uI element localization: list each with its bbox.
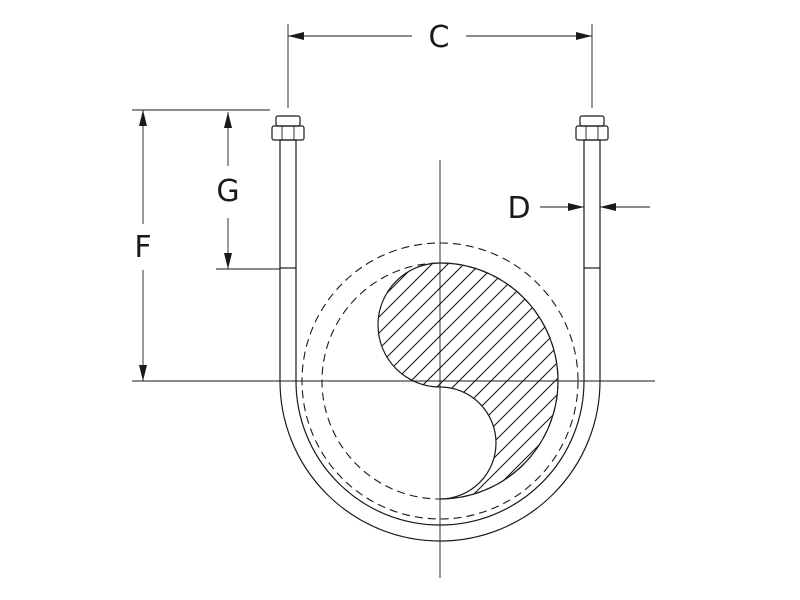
hatch-line	[32, 240, 312, 520]
dimension-d: D	[507, 191, 650, 226]
hatch-line	[378, 263, 521, 499]
hatch-line	[479, 263, 558, 499]
left-thread	[279, 139, 297, 269]
hatch-line	[560, 240, 800, 520]
hatch-line	[415, 263, 558, 499]
hatch-line	[378, 263, 409, 499]
left-threaded-rod	[271, 115, 305, 269]
left-nut-upper	[275, 115, 301, 127]
u-bolt-outer-edge	[279, 268, 601, 542]
dimension-c: C	[287, 20, 593, 108]
right-threaded-rod	[575, 115, 609, 269]
right-nut-lower	[575, 125, 609, 141]
hatch-line	[447, 263, 558, 499]
hatch-line	[378, 263, 441, 499]
hatch-line	[378, 263, 558, 499]
hatch-line	[378, 263, 505, 499]
right-thread	[583, 139, 601, 269]
hatch-line	[399, 263, 558, 499]
center-lines	[132, 160, 655, 578]
hatched-section-outline	[377, 262, 559, 500]
u-bolt-inner-edge	[295, 268, 585, 526]
dimension-f-label: F	[134, 230, 151, 265]
hatch-line	[431, 263, 558, 499]
hatch-line	[543, 263, 558, 499]
right-nut-upper	[579, 115, 605, 127]
hatch-line	[576, 240, 800, 520]
dimension-g-label: G	[216, 174, 239, 209]
hatch-line	[378, 263, 457, 499]
hatch-line	[378, 263, 425, 499]
hatch-line	[378, 263, 558, 499]
left-nut-lower	[271, 125, 305, 141]
hatch-line	[48, 240, 328, 520]
hatch-line	[378, 263, 489, 499]
pipe-outer-circle	[301, 242, 579, 520]
hatch-line	[511, 263, 558, 499]
hatch-line	[378, 263, 473, 499]
hatched-section	[0, 240, 800, 520]
dimension-f: F	[132, 109, 270, 381]
dimension-c-label: C	[429, 20, 450, 55]
hatch-line	[383, 263, 558, 499]
hatch-line	[592, 240, 800, 520]
u-bolt	[271, 115, 609, 542]
hatch-line	[378, 263, 558, 499]
hatch-line	[463, 263, 558, 499]
hatch-line	[16, 240, 296, 520]
dimension-g: G	[216, 112, 280, 270]
hatch-line	[378, 263, 393, 499]
hatch-lines	[0, 240, 800, 520]
hatch-line	[527, 263, 558, 499]
hatch-line	[0, 240, 280, 520]
hatch-line	[378, 263, 558, 499]
dimension-d-label: D	[507, 191, 530, 226]
hatch-line	[80, 240, 360, 520]
